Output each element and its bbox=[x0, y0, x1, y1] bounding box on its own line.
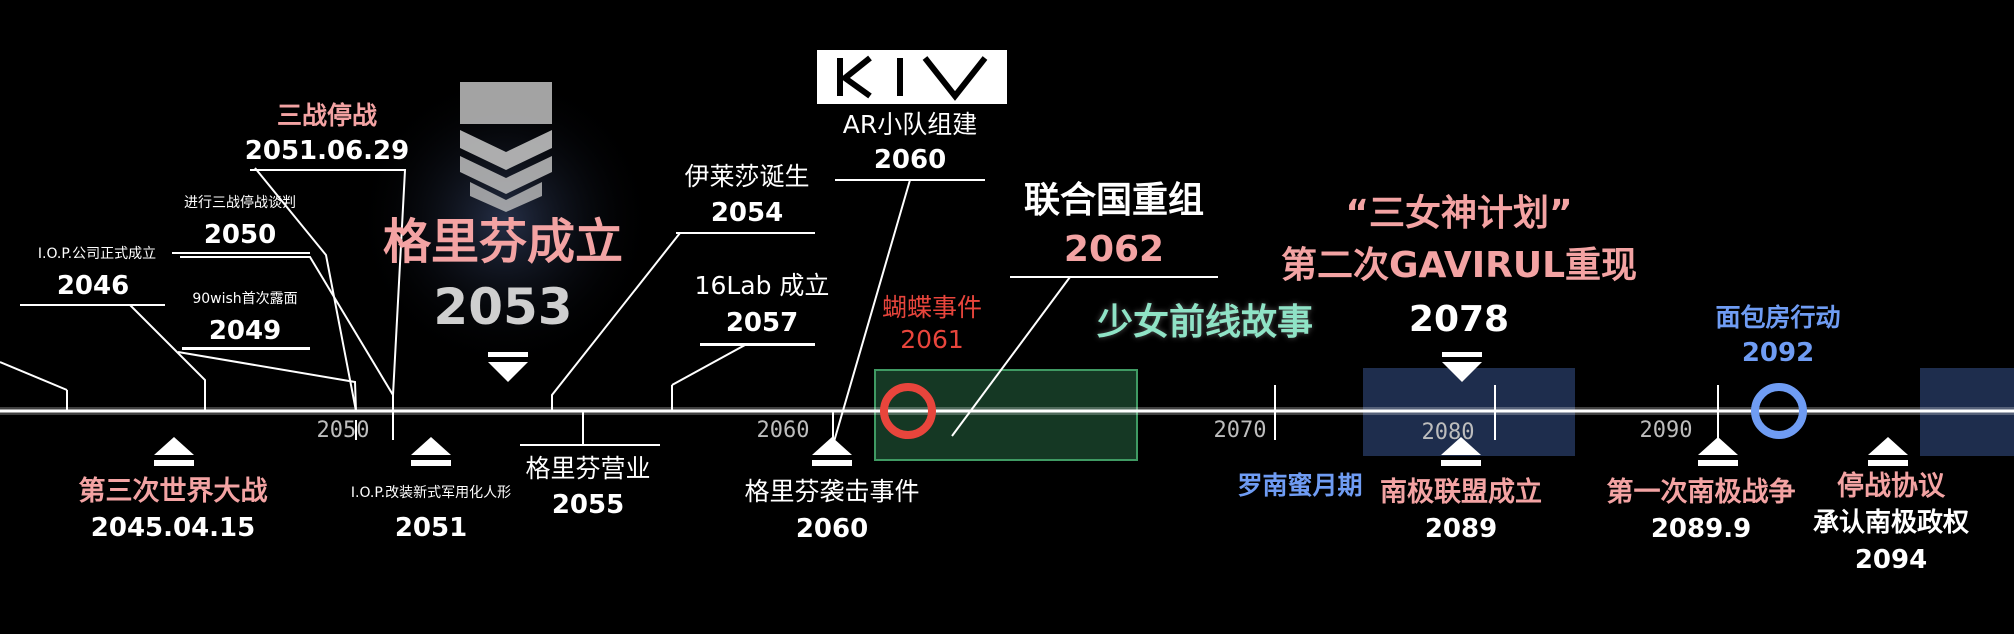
griffin-emblem-icon bbox=[460, 82, 552, 212]
event-year-un-reorg: 2062 bbox=[1063, 229, 1165, 270]
event-label-armistice: 停战协议 bbox=[1837, 471, 1945, 502]
event-label-bakery: 面包房行动 bbox=[1715, 303, 1841, 332]
butterfly-ring bbox=[880, 383, 936, 439]
axis-tick-2090: 2090 bbox=[1639, 418, 1693, 443]
event-label-armistice-2: 承认南极政权 bbox=[1812, 508, 1970, 538]
event-year-ceasefire-talks: 2050 bbox=[203, 220, 277, 250]
axis-tick-2050: 2050 bbox=[316, 418, 370, 443]
event-label-antarctic-union: 南极联盟成立 bbox=[1380, 477, 1542, 508]
event-year-16lab: 2057 bbox=[725, 308, 799, 338]
event-year-ww3: 2045.04.15 bbox=[90, 513, 256, 543]
event-label-griffin-raid: 格里芬袭击事件 bbox=[744, 477, 920, 506]
bottom-leaders bbox=[520, 420, 660, 446]
event-label-griffin-found: 格里芬成立 bbox=[382, 214, 624, 270]
event-year-bakery: 2092 bbox=[1741, 338, 1815, 368]
kiv-logo-icon bbox=[817, 50, 1007, 104]
event-label-elisa-born: 伊莱莎诞生 bbox=[684, 162, 810, 191]
event-label-butterfly: 蝴蝶事件 bbox=[881, 293, 983, 322]
gfl-story-zone bbox=[874, 369, 1138, 461]
event-label-griffin-open: 格里芬营业 bbox=[525, 454, 651, 483]
event-year-butterfly: 2061 bbox=[900, 325, 964, 354]
event-year-armistice: 2094 bbox=[1854, 545, 1928, 575]
event-label-16lab: 16Lab 成立 bbox=[694, 271, 830, 300]
event-year-90wish: 2049 bbox=[208, 316, 282, 346]
event-year-ar-team: 2060 bbox=[873, 145, 947, 175]
event-year-iop-found: 2046 bbox=[56, 271, 130, 301]
markers bbox=[154, 352, 1908, 466]
event-year-griffin-open: 2055 bbox=[551, 490, 625, 520]
event-year-griffin-raid: 2060 bbox=[795, 514, 869, 544]
event-label-90wish: 90wish首次露面 bbox=[192, 291, 298, 307]
event-label-gfl-story: 少女前线故事 bbox=[1096, 302, 1314, 343]
axis-tick-2060: 2060 bbox=[756, 418, 810, 443]
event-label-un-reorg: 联合国重组 bbox=[1023, 180, 1205, 221]
event-label-iop-found: I.O.P.公司正式成立 bbox=[37, 246, 157, 262]
halo-glow bbox=[355, 70, 655, 370]
event-label-goddess: “三女神计划” bbox=[1345, 193, 1573, 234]
axis-tick-2070: 2070 bbox=[1213, 418, 1267, 443]
event-label-ar-team: AR小队组建 bbox=[842, 110, 978, 139]
event-year-ww3-ceasefire: 2051.06.29 bbox=[244, 136, 410, 166]
event-label-goddess-2: 第二次GAVIRUL重现 bbox=[1280, 245, 1638, 286]
bakery-ring bbox=[1751, 383, 1807, 439]
event-year-griffin-found: 2053 bbox=[433, 278, 573, 336]
event-label-antarctic-war: 第一次南极战争 bbox=[1606, 477, 1796, 508]
event-year-iop-tdoll: 2051 bbox=[394, 513, 468, 543]
event-year-goddess: 2078 bbox=[1408, 299, 1510, 340]
event-label-ww3-ceasefire: 三战停战 bbox=[276, 101, 378, 130]
axis-tick-2080: 2080 bbox=[1421, 420, 1475, 445]
event-year-antarctic-war: 2089.9 bbox=[1650, 514, 1752, 544]
event-label-romanian: 罗南蜜月期 bbox=[1237, 471, 1363, 500]
event-year-elisa-born: 2054 bbox=[710, 198, 784, 228]
event-label-ceasefire-talks: 进行三战停战谈判 bbox=[184, 195, 296, 211]
event-label-ww3: 第三次世界大战 bbox=[78, 476, 268, 507]
event-label-iop-tdoll: I.O.P.改装新式军用化人形 bbox=[350, 485, 512, 501]
event-year-antarctic-union: 2089 bbox=[1424, 514, 1498, 544]
